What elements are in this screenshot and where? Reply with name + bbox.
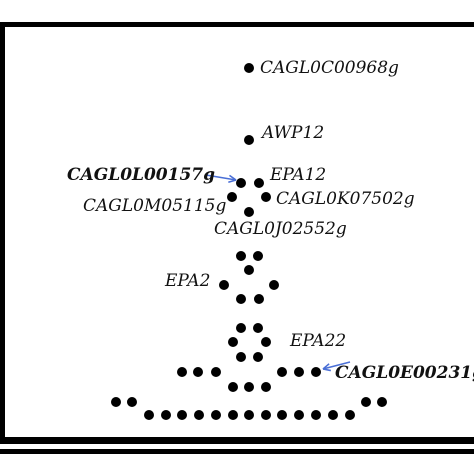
- arrow-cagl0l00157g: [205, 174, 237, 184]
- data-point-1: [244, 63, 254, 73]
- data-point-22: [193, 367, 203, 377]
- data-point-28: [244, 382, 254, 392]
- data-point-13: [236, 294, 246, 304]
- data-point-16: [253, 323, 263, 333]
- data-point-12: [269, 280, 279, 290]
- data-point-44: [311, 410, 321, 420]
- data-point-42: [277, 410, 287, 420]
- data-point-33: [377, 397, 387, 407]
- data-point-5: [227, 192, 237, 202]
- data-point-41: [261, 410, 271, 420]
- data-point-26: [311, 367, 321, 377]
- data-point-21: [177, 367, 187, 377]
- label-cagl0l00157g: CAGL0L00157g: [67, 165, 215, 185]
- data-point-20: [253, 352, 263, 362]
- gene-labels: CAGL0C00968g AWP12 CAGL0L00157g EPA12 CA…: [67, 58, 474, 383]
- data-point-18: [261, 337, 271, 347]
- data-point-11: [219, 280, 229, 290]
- label-awp12: AWP12: [260, 123, 324, 143]
- data-point-17: [228, 337, 238, 347]
- label-cagl0k07502g: CAGL0K07502g: [276, 189, 415, 209]
- data-point-40: [244, 410, 254, 420]
- data-point-7: [244, 207, 254, 217]
- data-point-29: [261, 382, 271, 392]
- data-point-23: [211, 367, 221, 377]
- data-point-25: [294, 367, 304, 377]
- frame-bottom-border-inner: [0, 449, 474, 454]
- data-point-27: [228, 382, 238, 392]
- label-arrows: [205, 174, 351, 372]
- data-point-14: [254, 294, 264, 304]
- arrow-cagl0e00231g: [322, 361, 351, 372]
- data-point-31: [127, 397, 137, 407]
- data-point-30: [111, 397, 121, 407]
- data-point-10: [244, 265, 254, 275]
- label-cagl0m05115g: CAGL0M05115g: [83, 196, 226, 216]
- data-point-3: [236, 178, 246, 188]
- data-point-6: [261, 192, 271, 202]
- data-point-34: [144, 410, 154, 420]
- label-epa22: EPA22: [289, 331, 346, 351]
- data-point-19: [236, 352, 246, 362]
- chart-frame: [0, 22, 474, 454]
- data-point-4: [254, 178, 264, 188]
- frame-top-border: [0, 22, 474, 27]
- data-point-8: [236, 251, 246, 261]
- data-point-24: [277, 367, 287, 377]
- data-point-39: [228, 410, 238, 420]
- data-point-32: [361, 397, 371, 407]
- data-point-9: [253, 251, 263, 261]
- data-point-38: [211, 410, 221, 420]
- label-epa12: EPA12: [269, 165, 326, 185]
- data-points: [111, 63, 387, 420]
- data-point-43: [294, 410, 304, 420]
- frame-bottom-border-outer: [0, 437, 474, 444]
- label-cagl0j02552g: CAGL0J02552g: [214, 219, 347, 239]
- label-cagl0e00231g: CAGL0E00231g: [335, 363, 474, 383]
- data-point-46: [345, 410, 355, 420]
- label-cagl0c00968g: CAGL0C00968g: [260, 58, 399, 78]
- data-point-35: [161, 410, 171, 420]
- data-point-37: [194, 410, 204, 420]
- data-point-36: [177, 410, 187, 420]
- frame-left-border: [0, 22, 5, 444]
- data-point-45: [328, 410, 338, 420]
- data-point-2: [244, 135, 254, 145]
- label-epa2: EPA2: [164, 271, 210, 291]
- data-point-15: [236, 323, 246, 333]
